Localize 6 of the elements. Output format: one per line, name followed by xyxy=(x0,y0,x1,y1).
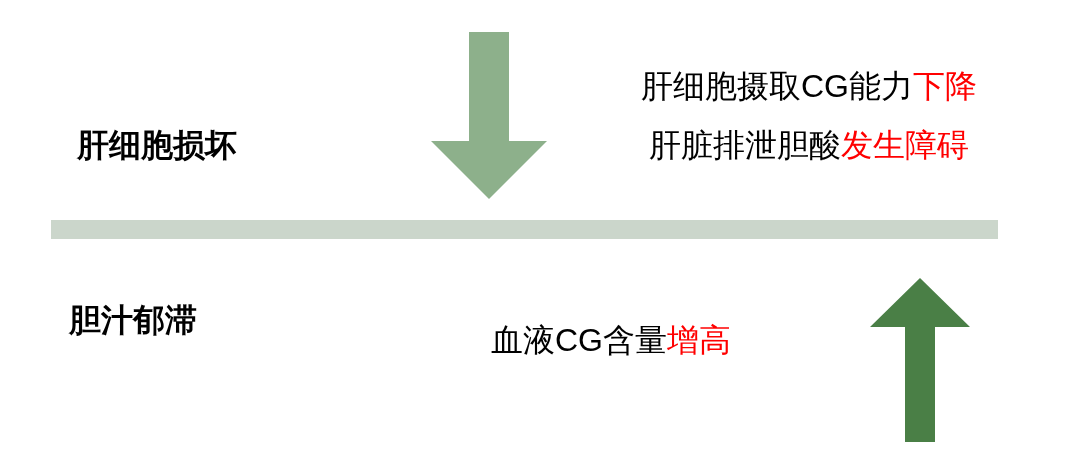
divider-bar xyxy=(51,220,998,239)
statement-text: 肝细胞摄取CG能力下降 xyxy=(641,67,977,106)
statement-text: 肝脏排泄胆酸发生障碍 xyxy=(649,126,969,165)
heading-label: 肝细胞损坏 xyxy=(77,126,237,165)
statement-text: 血液CG含量增高 xyxy=(491,321,731,360)
heading-label: 胆汁郁滞 xyxy=(69,301,197,340)
